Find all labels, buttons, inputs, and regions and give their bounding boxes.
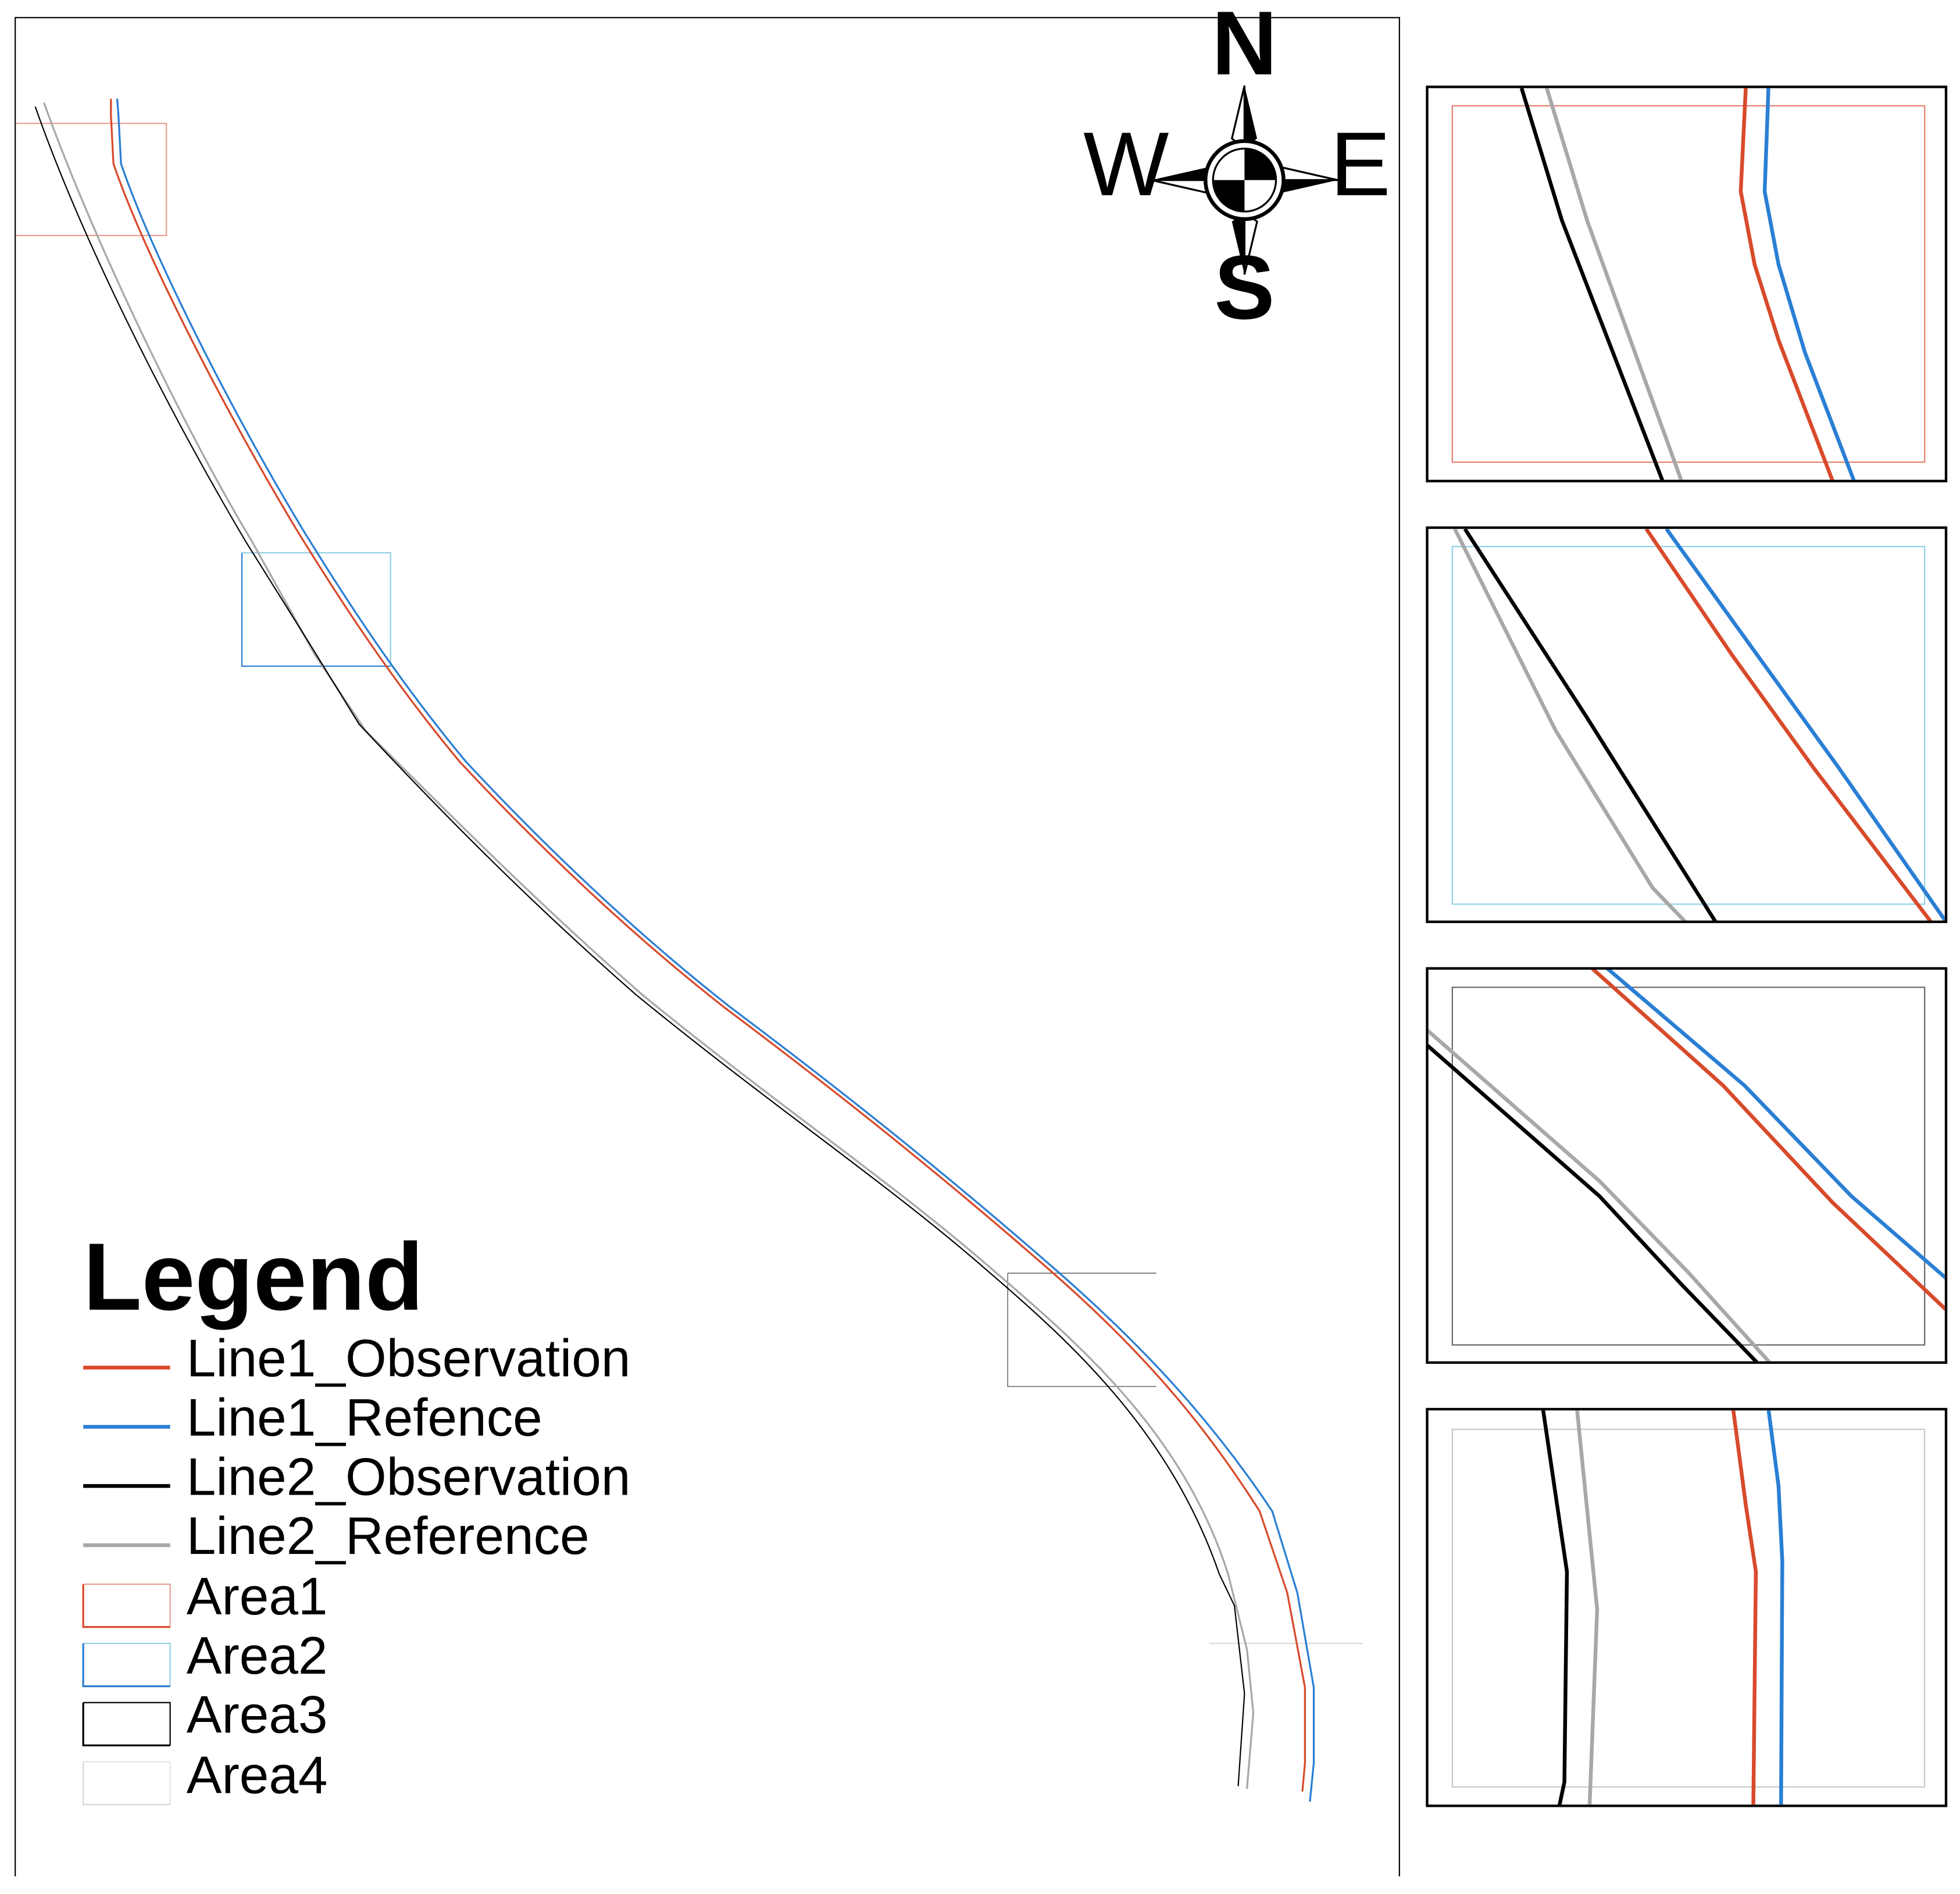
compass-north-label: N [1212,0,1277,94]
inset-line1-reference [1665,528,1945,921]
inset-line2-reference [1453,528,1687,921]
inset-line1-reference [1766,1410,1784,1805]
legend-item: Line2_Observation [83,1448,630,1506]
inset-line1-observation [1738,88,1834,480]
main-map-frame [15,17,1400,1877]
inset-line2-observation [1428,1044,1759,1361]
inset-area2 [1426,526,1948,923]
legend-label: Line2_Reference [187,1507,590,1566]
inset-area3 [1426,967,1948,1364]
inset-area-outline [1451,105,1926,463]
inset-line2-observation [1519,88,1665,480]
area2-outline [241,552,391,667]
inset-line1-reference [1762,88,1856,480]
legend-swatch-area1 [82,1584,171,1628]
legend: Legend Line1_Observation Line1_Refence L… [82,1223,630,1806]
legend-title: Legend [83,1223,423,1330]
inset-frame [1426,526,1948,923]
inset-line1-observation [1591,969,1945,1311]
compass-south-label: S [1214,237,1274,338]
line2-observation-main [34,106,1245,1786]
line2-reference-main [43,102,1255,1789]
inset-line2-observation [1541,1410,1569,1805]
inset-frame [1426,967,1948,1364]
legend-item: Line1_Refence [83,1388,542,1447]
inset-line2-observation [1463,528,1718,921]
inset-line2-reference [1545,88,1683,480]
inset-area-outline [1451,546,1926,905]
inset-line2-reference [1575,1410,1600,1805]
inset-line1-observation [1731,1410,1758,1805]
legend-item: Line1_Observation [83,1330,630,1388]
legend-item: Area3 [82,1686,328,1747]
line1-reference-main [116,98,1315,1802]
main-map [15,17,1400,1877]
legend-label: Line1_Observation [187,1330,631,1388]
area3-outline [1007,1273,1156,1387]
inset-area4 [1426,1407,1948,1807]
main-lines [34,98,1315,1802]
legend-label: Area2 [187,1627,328,1685]
legend-item: Area2 [82,1627,328,1688]
inset-area-outline [1451,1428,1926,1788]
inset-line2-reference [1428,1028,1772,1361]
legend-item: Line2_Reference [83,1507,590,1566]
legend-label: Line2_Observation [187,1448,631,1506]
legend-item: Area1 [82,1567,328,1628]
inset-frame [1426,1407,1948,1807]
compass-west-label: W [1083,114,1169,215]
compass-rose-icon: N S W E [1083,0,1391,338]
inset-line1-observation [1644,528,1933,921]
compass-east-label: E [1330,114,1391,215]
legend-swatch-area4 [83,1761,171,1806]
legend-item: Area4 [83,1746,328,1806]
inset-area-outline [1451,987,1926,1346]
inset-area1 [1426,85,1948,483]
legend-swatch-area2 [82,1642,171,1688]
legend-label: Area1 [187,1567,328,1626]
legend-label: Area3 [187,1686,328,1745]
legend-swatch-area3 [82,1702,171,1747]
area1-outline [15,123,167,237]
inset-frame [1426,85,1948,483]
inset-line1-reference [1606,969,1945,1280]
line1-observation-main [110,98,1306,1792]
legend-label: Line1_Refence [187,1388,542,1447]
legend-label: Area4 [187,1746,328,1805]
